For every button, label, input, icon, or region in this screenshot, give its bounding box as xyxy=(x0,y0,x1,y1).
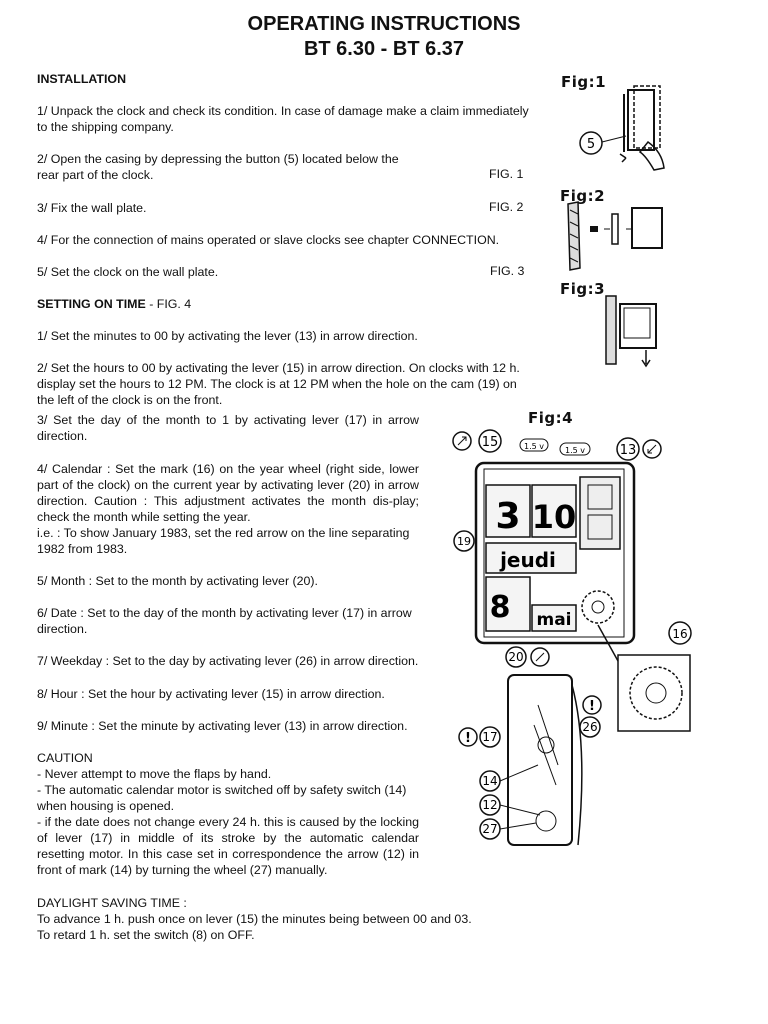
caution-item-3: - if the date does not change every 24 h… xyxy=(37,815,419,877)
callout-16: 16 xyxy=(672,627,687,641)
callout-27: 27 xyxy=(482,822,497,836)
installation-heading: INSTALLATION xyxy=(37,72,127,86)
fig1-illustration: 5 xyxy=(579,85,665,171)
model-title: BT 6.30 - BT 6.37 xyxy=(303,38,465,60)
install-step-3: 3/ Fix the wall plate. xyxy=(37,201,147,215)
battery-label-b: 1.5 v xyxy=(565,446,585,455)
setting-step-2: 2/ Set the hours to 00 by activating the… xyxy=(37,361,520,407)
setting-step-5: 5/ Month : Set to the month by activatin… xyxy=(37,574,318,588)
fig1-callout-5: 5 xyxy=(587,137,595,152)
setting-step-1: 1/ Set the minutes to 00 by activating t… xyxy=(37,329,418,343)
callout-14: 14 xyxy=(482,774,497,788)
dst-heading: DAYLIGHT SAVING TIME : xyxy=(37,896,187,910)
install-step-2-line1: 2/ Open the casing by depressing the but… xyxy=(37,152,399,166)
setting-heading: SETTING ON TIME xyxy=(37,297,146,311)
install-step-2-line2: rear part of the clock. xyxy=(37,168,154,182)
setting-step-3: 3/ Set the day of the month to 1 by acti… xyxy=(37,413,419,443)
flap-date: 8 xyxy=(490,590,511,625)
battery-label-a: 1.5 v xyxy=(524,442,544,451)
setting-step-7: 7/ Weekday : Set to the day by activatin… xyxy=(37,654,419,668)
callout-17: 17 xyxy=(482,730,497,744)
callout-13: 13 xyxy=(620,443,637,458)
caution-item-2: - The automatic calendar motor is switch… xyxy=(37,783,407,813)
setting-step-9: 9/ Minute : Set the minute by activating… xyxy=(37,719,408,733)
callout-26: 26 xyxy=(582,720,597,734)
dst-advance: To advance 1 h. push once on lever (15) … xyxy=(37,912,472,926)
fig3-illustration xyxy=(605,295,657,368)
install-step-5: 5/ Set the clock on the wall plate. xyxy=(37,265,219,279)
setting-heading-fig: - FIG. 4 xyxy=(145,297,192,311)
setting-step-4: 4/ Calendar : Set the mark (16) on the y… xyxy=(37,462,419,524)
svg-text:!: ! xyxy=(589,699,595,714)
callout-15: 15 xyxy=(482,435,499,450)
svg-text:!: ! xyxy=(465,731,471,746)
flap-month: mai xyxy=(536,610,571,630)
flap-minute: 10 xyxy=(532,498,577,536)
install-step-4: 4/ For the connection of mains operated … xyxy=(37,233,500,247)
document-title: OPERATING INSTRUCTIONS xyxy=(247,13,521,35)
dst-retard: To retard 1 h. set the switch (8) on OFF… xyxy=(37,928,255,942)
callout-12: 12 xyxy=(482,798,497,812)
callout-19: 19 xyxy=(457,535,471,548)
setting-step-6: 6/ Date : Set to the day of the month by… xyxy=(37,606,412,636)
fig1-reference: FIG. 1 xyxy=(489,167,524,181)
flap-weekday: jeudi xyxy=(499,548,556,572)
fig4-label: Fig:4 xyxy=(528,409,574,427)
fig4-illustration: 3 10 jeudi 8 mai 1.5 v 1.5 v 15 13 19 16… xyxy=(452,429,692,846)
setting-step-4-example: i.e. : To show January 1983, set the red… xyxy=(37,526,410,556)
callout-20: 20 xyxy=(508,650,523,664)
flap-hour: 3 xyxy=(495,496,520,537)
setting-step-8: 8/ Hour : Set the hour by activating lev… xyxy=(37,687,385,701)
fig2-label: Fig:2 xyxy=(560,187,606,205)
fig2-illustration xyxy=(567,201,663,271)
caution-item-1: - Never attempt to move the flaps by han… xyxy=(37,767,272,781)
fig1-label: Fig:1 xyxy=(561,73,607,91)
install-step-1: 1/ Unpack the clock and check its condit… xyxy=(37,104,529,134)
fig3-label: Fig:3 xyxy=(560,280,606,298)
caution-heading: CAUTION xyxy=(37,751,93,765)
fig3-reference: FIG. 3 xyxy=(490,264,525,278)
setting-heading-line: SETTING ON TIME - FIG. 4 xyxy=(37,296,191,312)
fig2-reference: FIG. 2 xyxy=(489,200,524,214)
